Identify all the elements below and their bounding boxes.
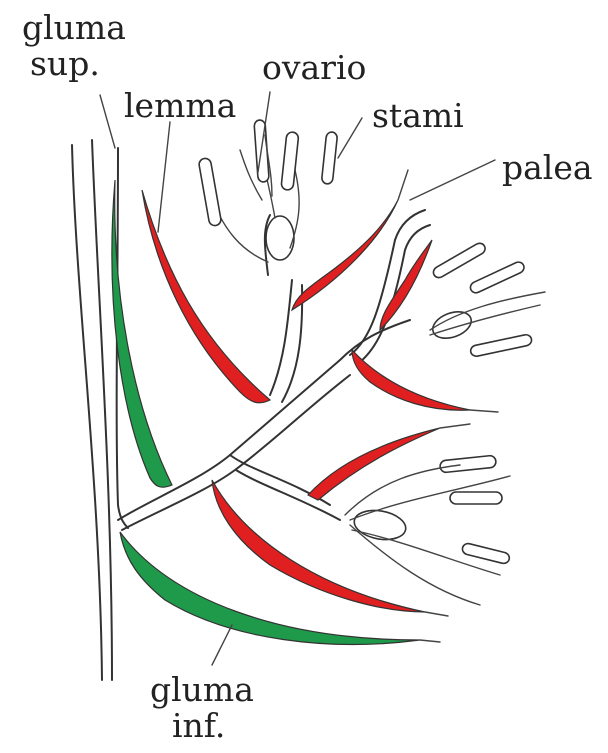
label-gluma-sup-line1: gluma [22,10,126,46]
label-gluma-inf-line1: gluma [150,672,254,708]
lemma-3 [352,350,470,410]
rachis [72,145,102,680]
anther-4 [321,132,337,185]
leader-gluma-sup [100,95,115,148]
filament-l4 [345,465,460,515]
tip-1 [420,640,440,642]
label-lemma: lemma [124,88,236,124]
label-gluma-sup: gluma sup. [22,10,126,82]
label-gluma-inf-line2: inf. [150,708,254,744]
ovary [266,216,294,260]
ovary-2 [429,307,475,343]
label-gluma-inf: gluma inf. [150,672,254,744]
lemma-1 [142,190,270,403]
anther-l1 [440,455,497,473]
ovary-3 [352,507,408,544]
leader-palea [410,160,495,200]
anther-1 [198,157,222,226]
tip-2 [425,612,448,616]
branch-upper [270,280,292,395]
tip-3 [470,410,498,412]
filament-1 [212,200,268,262]
branch-floret-2 [360,225,430,362]
label-palea: palea [502,150,593,186]
anther-r1 [431,241,487,280]
anther-2 [281,132,299,191]
lemma-4 [308,428,440,500]
leader-lemma [158,122,170,232]
anther-r2 [469,260,526,294]
anther-r3 [470,334,533,358]
palea-2 [380,240,432,330]
label-gluma-sup-line2: sup. [22,46,126,82]
label-ovario: ovario [262,50,366,86]
anther-l2 [450,492,502,504]
leader-stami [338,118,362,158]
rachilla [118,320,410,520]
anther-l3 [461,542,510,564]
label-stami: stami [372,98,464,134]
leader-gluma-inf [212,625,232,665]
rachis-inner [92,140,112,680]
tip-5 [398,170,408,200]
gluma-sup-shape [112,180,172,487]
tip-4 [440,424,470,428]
